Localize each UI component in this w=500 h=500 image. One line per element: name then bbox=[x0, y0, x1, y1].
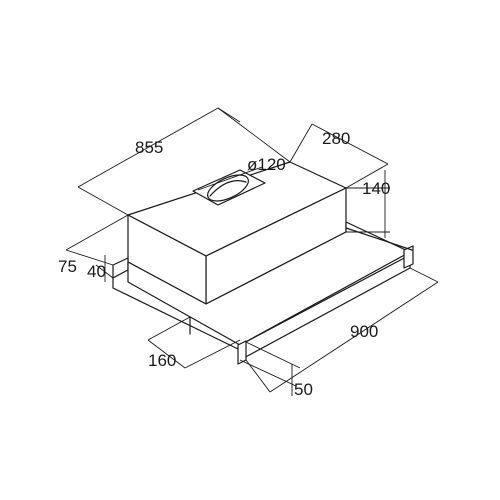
tray-end-cap bbox=[403, 245, 414, 269]
label-depth: 280 bbox=[322, 129, 350, 148]
label-tray-height: 50 bbox=[294, 380, 313, 399]
label-tray-width: 900 bbox=[350, 322, 378, 341]
dim-width-top: 855 bbox=[77, 107, 291, 216]
hood-body bbox=[127, 161, 347, 305]
dim-height: 140 bbox=[346, 170, 390, 238]
dim-duct-diameter: ø120 bbox=[197, 155, 286, 191]
duct-inner-line bbox=[209, 180, 247, 197]
duct-opening bbox=[207, 174, 249, 202]
dim-tray-height: 50 bbox=[239, 341, 313, 399]
dim-depth: 280 bbox=[289, 123, 389, 189]
label-front-depth: 75 bbox=[58, 257, 77, 276]
label-tray-offset: 160 bbox=[148, 351, 176, 370]
label-width-top: 855 bbox=[135, 138, 163, 157]
duct-outlet bbox=[192, 169, 266, 206]
dim-tray-width: 900 bbox=[245, 267, 439, 393]
hood-frame bbox=[112, 221, 414, 365]
dim-tray-offset: 160 bbox=[147, 316, 241, 370]
label-height: 140 bbox=[362, 179, 390, 198]
frame-bottom-plate bbox=[127, 221, 411, 346]
dim-front-depth: 75 40 bbox=[58, 214, 129, 282]
label-front-lip: 40 bbox=[87, 262, 106, 281]
label-duct-diameter: ø120 bbox=[247, 155, 286, 174]
